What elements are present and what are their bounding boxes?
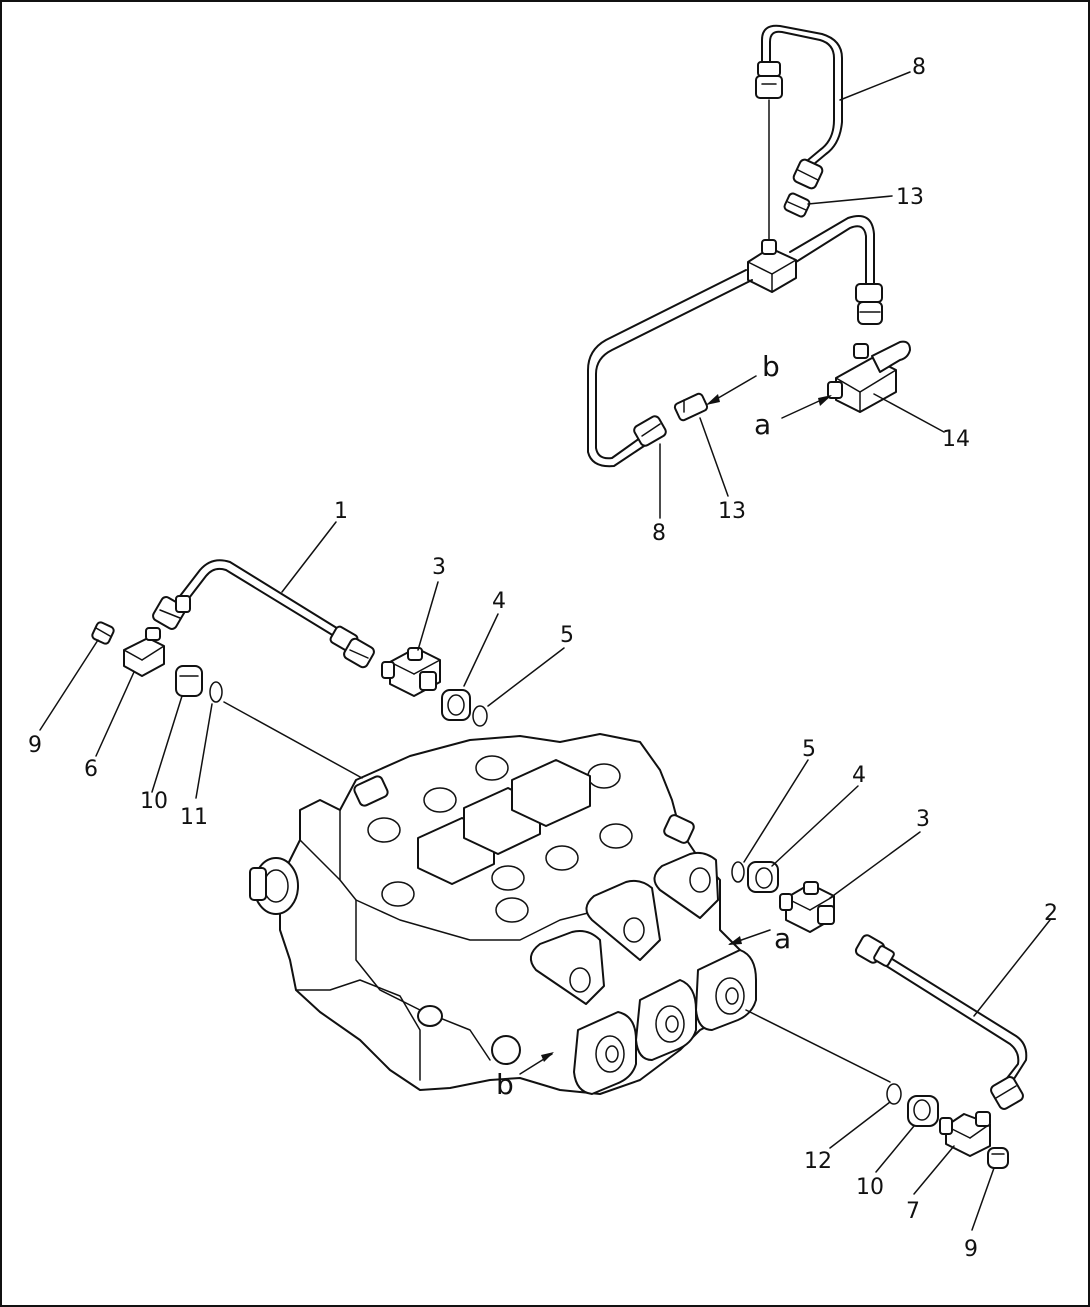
callout-6: 6 [84,757,98,782]
callout-5-right: 5 [802,737,816,762]
ref-a-lower: a [774,922,791,955]
ref-a-upper: a [754,408,771,441]
callout-11: 8 [652,521,666,546]
pipe-11-assembly [587,215,883,468]
callout-4-right: 4 [852,763,866,788]
right-fittings [731,861,1028,1169]
left-fittings [91,621,488,727]
callout-5-left: 5 [560,623,574,648]
callout-9-left: 10 [140,789,168,814]
leader-lines [39,71,1051,1231]
callout-9-right: 10 [856,1175,884,1200]
callout-13-upper: 13 [896,185,924,210]
callout-10-right: 12 [804,1149,832,1174]
valve-14 [827,340,911,413]
callout-3-left: 3 [432,555,446,580]
callout-1: 1 [334,499,348,524]
pipe-12-assembly [755,24,843,245]
control-valve-body [249,733,757,1095]
callout-14: 14 [942,427,970,452]
callout-13-lower: 13 [718,499,746,524]
callout-8-left: 9 [28,733,42,758]
callout-3-right: 3 [916,807,930,832]
callout-7: 7 [906,1199,920,1224]
callout-8-right: 9 [964,1237,978,1262]
callout-10-left: 11 [180,805,208,830]
callout-4-left: 4 [492,589,506,614]
ref-b-lower: b [496,1068,514,1101]
callout-labels: 8 13 14 8 13 1 3 4 5 9 6 10 11 5 4 3 2 1… [28,55,1058,1262]
callout-2: 2 [1044,901,1058,926]
pipe-1-assembly [152,559,375,669]
callout-12: 8 [912,55,926,80]
ref-b-upper: b [762,350,780,383]
